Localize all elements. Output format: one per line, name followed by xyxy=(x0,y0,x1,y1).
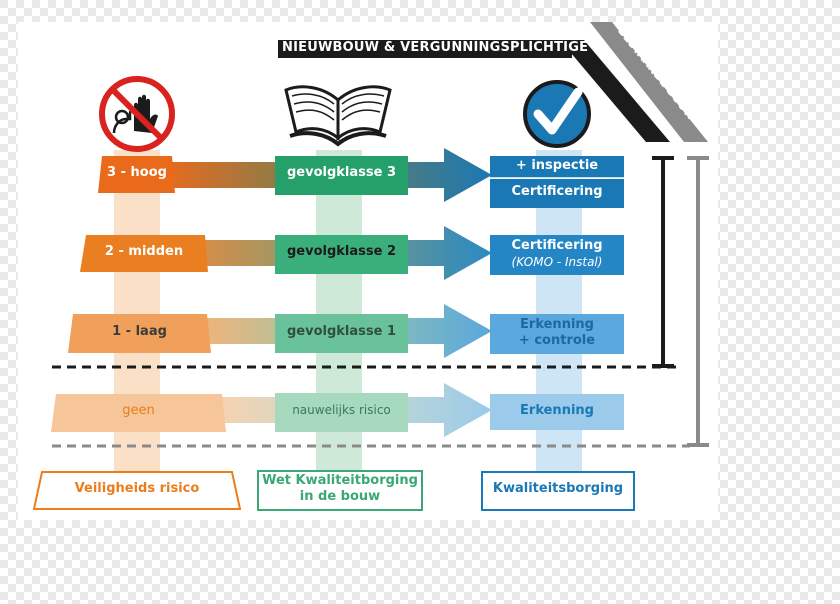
quality-label-4: Erkenning xyxy=(520,403,594,418)
quality-box-4 xyxy=(490,394,624,430)
risk-label-3: 1 - laag xyxy=(112,324,167,339)
footer-quality-label: Kwaliteitsborging xyxy=(492,481,624,496)
risk-box-4 xyxy=(51,394,226,432)
law-box-2 xyxy=(275,235,408,274)
quality-label-3a: Erkenning xyxy=(520,317,594,332)
quality-box-2 xyxy=(490,235,624,275)
quality-box-1b xyxy=(490,179,624,208)
footer-law-line2: in de bouw xyxy=(299,489,381,504)
risk-box-2 xyxy=(80,235,208,272)
bracket-existing xyxy=(687,156,709,447)
class-label-2: gevolgklasse 2 xyxy=(286,244,397,259)
risk-label-4: geen xyxy=(122,403,155,418)
quality-box-3 xyxy=(490,314,624,354)
class-label-4: nauwelijks risico xyxy=(292,403,391,417)
risk-box-3 xyxy=(68,314,211,353)
law-box-1 xyxy=(275,156,408,195)
open-book-icon xyxy=(284,85,392,147)
quality-label-1b: Certificering xyxy=(511,184,603,199)
quality-label-2a: Certificering xyxy=(511,238,603,253)
risk-label-1: 3 - hoog xyxy=(107,165,167,180)
risk-box-1 xyxy=(98,156,175,193)
class-label-3: gevolgklasse 1 xyxy=(286,324,397,339)
law-box-4 xyxy=(275,393,408,432)
class-label-1: gevolgklasse 3 xyxy=(286,165,397,180)
quality-label-2b: (KOMO - Instal) xyxy=(511,255,603,269)
risk-label-2: 2 - midden xyxy=(104,244,184,259)
footer-risk-label: Veiligheids risico xyxy=(74,481,200,496)
roof-existing xyxy=(590,22,708,142)
checkmark-icon xyxy=(523,80,591,148)
quality-label-3b: + controle xyxy=(518,333,596,348)
roof-new-build xyxy=(278,40,572,58)
header-new-build: NIEUWBOUW & VERGUNNINGSPLICHTIGE xyxy=(282,40,589,55)
bracket-new-build xyxy=(652,156,674,368)
footer-risk-box xyxy=(32,471,242,510)
footer-law-box xyxy=(257,470,423,511)
footer-quality-box xyxy=(481,471,635,511)
roof-new-build-slope xyxy=(560,40,670,142)
quality-label-1a: + inspectie xyxy=(515,158,599,173)
law-box-3 xyxy=(275,314,408,353)
quality-box-1a xyxy=(490,156,624,178)
footer-law-line1: Wet Kwaliteitborging xyxy=(262,473,418,488)
stop-hand-icon xyxy=(99,76,175,152)
